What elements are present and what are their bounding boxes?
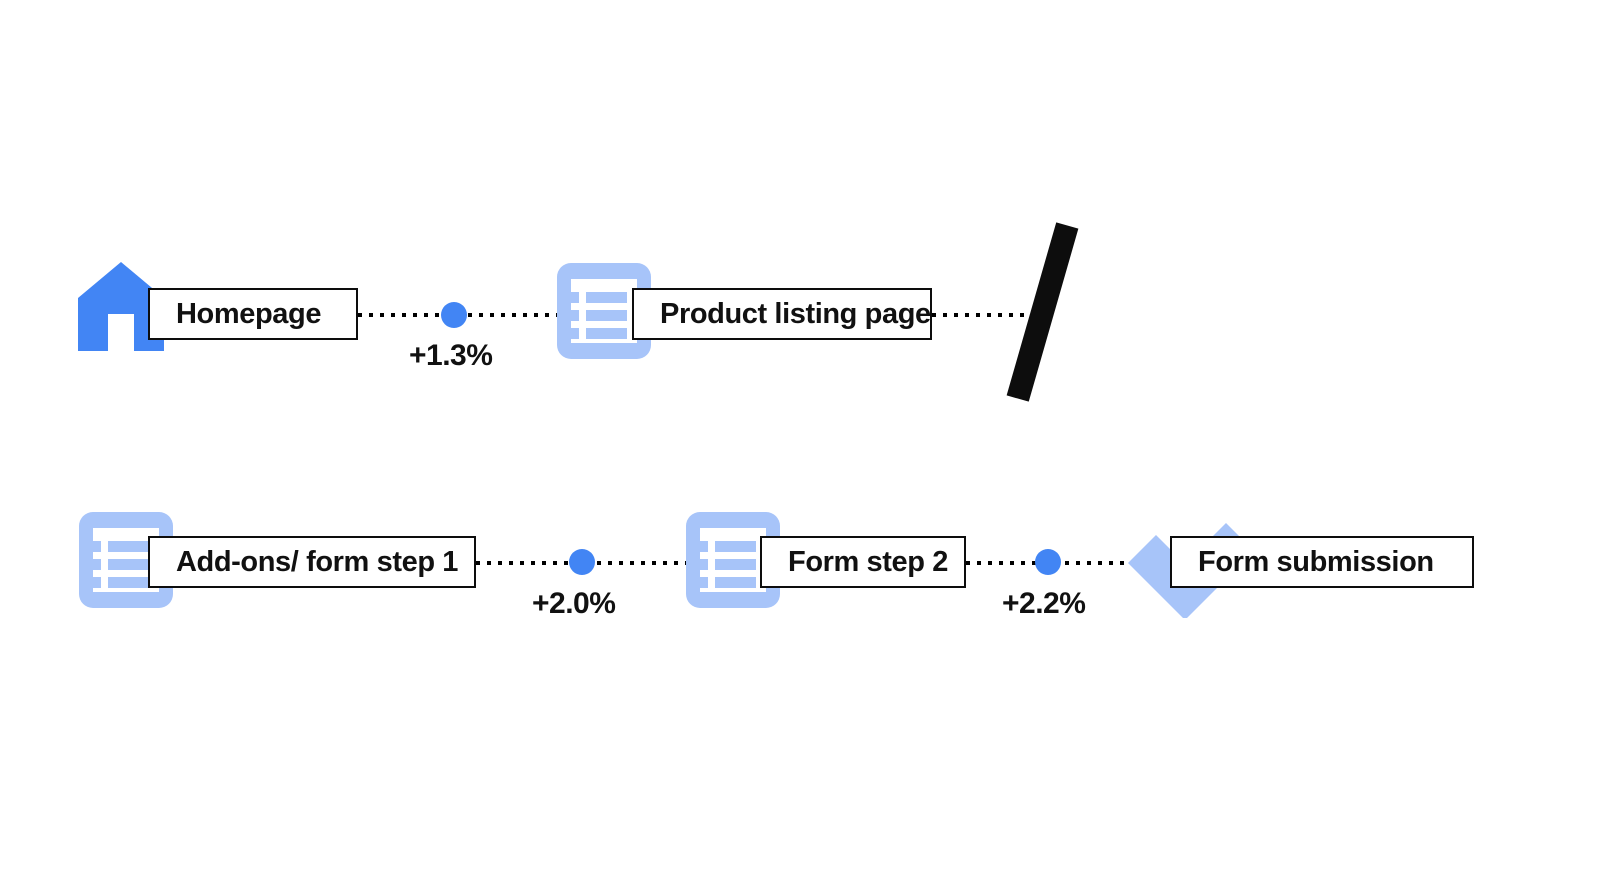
list-icon-bullet [697, 541, 708, 552]
step-label-text: Form submission [1198, 545, 1434, 578]
slash-divider-icon [1006, 222, 1079, 402]
step-label-text: Add-ons/ form step 1 [176, 545, 459, 578]
delta-label-3: +2.2% [1002, 587, 1086, 620]
milestone-dot-3[interactable] [1035, 549, 1061, 575]
house-icon [78, 262, 164, 351]
list-icon-row [90, 541, 149, 552]
step-label-homepage[interactable]: Homepage [148, 288, 358, 340]
list-icon-bullet [568, 328, 579, 339]
list-icon-bar [715, 577, 756, 588]
step-label-form-submission[interactable]: Form submission [1170, 536, 1474, 588]
list-icon-bar [586, 292, 627, 303]
list-icon-row [90, 559, 149, 570]
list-icon-bar [108, 559, 149, 570]
list-icon-row [568, 328, 627, 339]
list-icon-bar [108, 541, 149, 552]
step-label-text: Form step 2 [788, 545, 948, 578]
milestone-dot-1[interactable] [441, 302, 467, 328]
list-icon-bar [586, 328, 627, 339]
connector-product-listing-to-divider [932, 313, 1052, 317]
step-label-text: Homepage [176, 297, 322, 330]
list-icon-bar [108, 577, 149, 588]
delta-label-1: +1.3% [409, 339, 493, 372]
step-label-product-listing-page[interactable]: Product listing page [632, 288, 932, 340]
list-icon-bar [586, 310, 627, 321]
list-icon-product-listing [557, 263, 651, 359]
list-icon-row [697, 541, 756, 552]
list-icon-bullet [568, 292, 579, 303]
list-icon-bullet [568, 310, 579, 321]
delta-label-2: +2.0% [532, 587, 616, 620]
list-icon-bar [715, 541, 756, 552]
list-icon-row [90, 577, 149, 588]
connector-form-step-2-to-submission [966, 561, 1164, 565]
list-icon-row [568, 310, 627, 321]
list-icon-row [697, 559, 756, 570]
list-icon-bullet [90, 577, 101, 588]
list-icon-bullet [90, 541, 101, 552]
list-icon-row [697, 577, 756, 588]
list-icon-bullet [90, 559, 101, 570]
milestone-dot-2[interactable] [569, 549, 595, 575]
step-label-add-ons-form-step-1[interactable]: Add-ons/ form step 1 [148, 536, 476, 588]
list-icon-bullet [697, 559, 708, 570]
step-label-form-step-2[interactable]: Form step 2 [760, 536, 966, 588]
list-icon-row [568, 292, 627, 303]
list-icon-bar [715, 559, 756, 570]
list-icon-bullet [697, 577, 708, 588]
step-label-text: Product listing page [660, 297, 931, 330]
